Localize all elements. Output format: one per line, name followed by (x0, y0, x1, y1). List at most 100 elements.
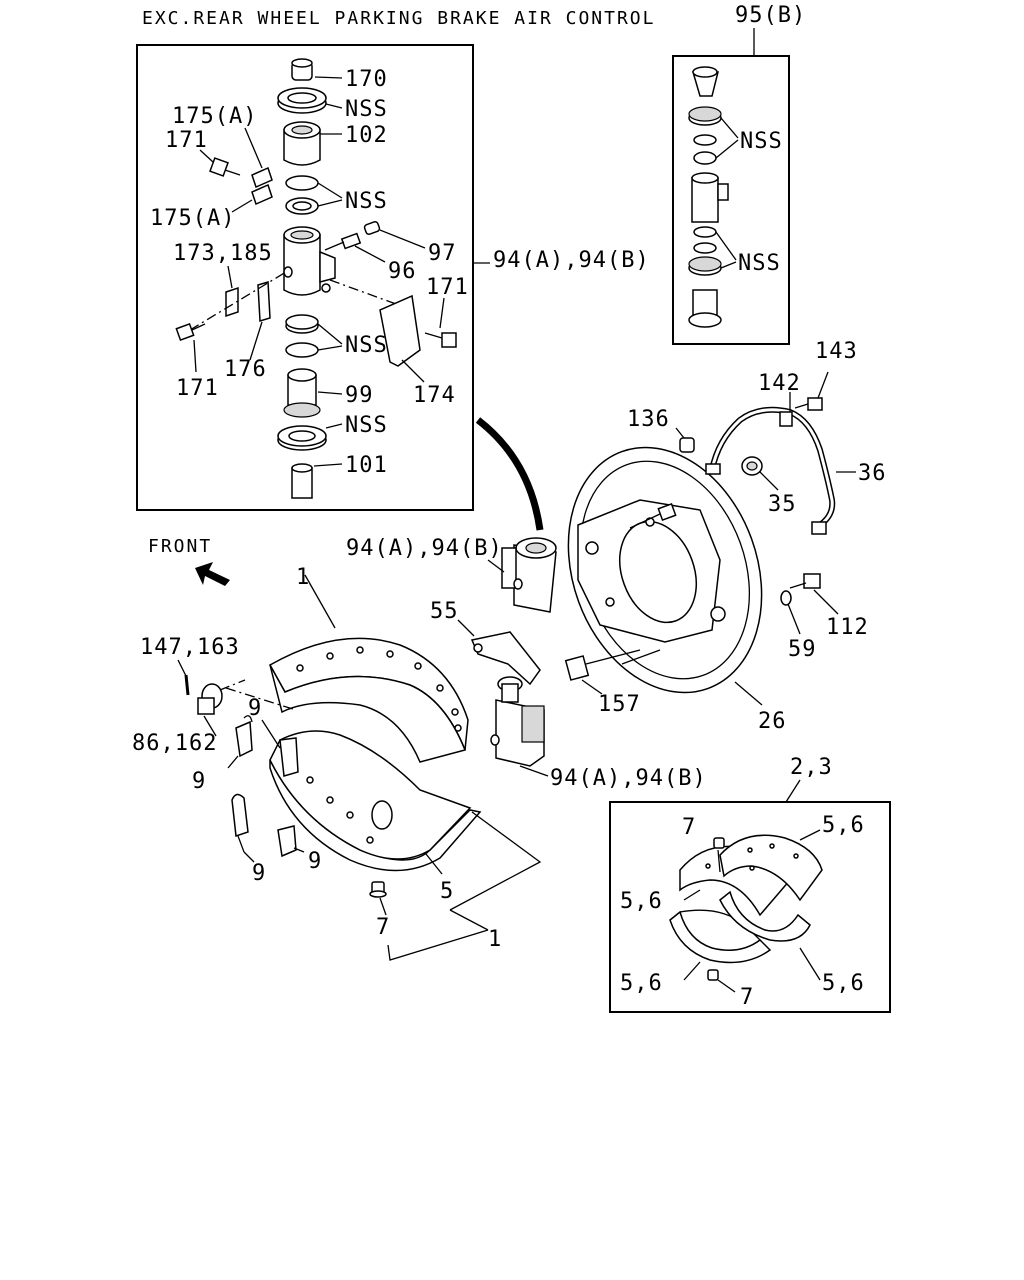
part-seal-lower (277, 425, 327, 451)
callout-171-left: 171 (176, 376, 219, 401)
callout-7-main: 7 (376, 915, 390, 940)
part-lining-upper-right (719, 834, 823, 902)
pointer-arrow (475, 417, 544, 531)
diagram-title: EXC.REAR WHEEL PARKING BRAKE AIR CONTROL (142, 8, 655, 29)
part-94-chamber-lower (490, 676, 545, 767)
callout-7-kit-top: 7 (682, 815, 696, 840)
part-171-bolt-top (209, 157, 241, 177)
callout-7-kit-bottom: 7 (740, 985, 754, 1010)
inset-box-95b (672, 55, 790, 345)
callout-86-162: 86,162 (132, 731, 217, 756)
part-102-piston (283, 121, 321, 166)
callout-nss-c: NSS (345, 333, 388, 358)
part-brake-shoe-lower (269, 730, 482, 872)
callout-56-b: 5,6 (620, 889, 663, 914)
callout-35: 35 (768, 492, 797, 517)
callout-36: 36 (858, 461, 887, 486)
callout-96: 96 (388, 259, 417, 284)
callout-175a-bottom: 175(A) (150, 206, 235, 231)
part-brake-shoe-upper (268, 637, 469, 763)
callout-99: 99 (345, 383, 374, 408)
part-96-fitting (324, 232, 362, 251)
inset-box-lining-kit (609, 801, 891, 1013)
part-136-plug (679, 437, 695, 453)
part-97-plug (363, 221, 381, 235)
callout-147-163: 147,163 (140, 635, 240, 660)
part-7-rivet-kit-top (713, 837, 725, 849)
part-176-plate (257, 281, 271, 322)
part-9-spring-d (277, 825, 297, 858)
callout-175a-top: 175(A) (172, 104, 257, 129)
callout-97: 97 (428, 241, 457, 266)
callout-171-top: 171 (165, 128, 208, 153)
part-101-plunger (291, 463, 313, 499)
part-26-backing-plate (567, 446, 763, 694)
callout-2-3: 2,3 (790, 755, 833, 780)
part-7-rivet-main (369, 881, 387, 898)
part-seals-lower (285, 314, 319, 358)
callout-171-right: 171 (426, 275, 469, 300)
callout-nss-f: NSS (738, 251, 781, 276)
callout-56-a: 5,6 (822, 813, 865, 838)
part-143-bolt (794, 397, 823, 411)
part-157-bolt (564, 649, 661, 681)
callout-9-d: 9 (308, 849, 322, 874)
part-9-spring-a (235, 715, 253, 758)
part-9-spring-b (279, 737, 299, 777)
callout-173-185: 173,185 (173, 241, 273, 266)
callout-nss-b: NSS (345, 189, 388, 214)
callout-170: 170 (345, 67, 388, 92)
front-arrow-icon (195, 562, 230, 586)
callout-9-c: 9 (252, 861, 266, 886)
callout-94-inset: 94(A),94(B) (493, 248, 650, 273)
part-plate-bolt-top (629, 503, 677, 529)
part-95b-assembly (688, 66, 729, 328)
callout-56-c: 5,6 (620, 971, 663, 996)
callout-nss-e: NSS (740, 129, 783, 154)
callout-102: 102 (345, 123, 388, 148)
part-86-162-roller (197, 683, 223, 715)
part-36-air-tube (705, 406, 836, 535)
part-99-adjuster (283, 368, 321, 418)
part-147-163-pin (184, 674, 190, 696)
callout-136: 136 (627, 407, 670, 432)
callout-94-main: 94(A),94(B) (346, 536, 503, 561)
callout-95b: 95(B) (735, 3, 806, 28)
part-171-bolt-left (175, 323, 206, 341)
part-lining-lower-left (669, 909, 772, 964)
part-112-bolt (789, 573, 821, 589)
inset-box-chamber (136, 44, 474, 511)
part-7-rivet-kit-bottom (707, 969, 719, 981)
callout-55: 55 (430, 599, 459, 624)
part-170-cap (291, 58, 313, 81)
part-seal-ring-top (277, 87, 327, 114)
part-lining-lower-right (719, 890, 811, 942)
part-142-clip (779, 411, 793, 427)
part-174-bracket (379, 294, 421, 367)
front-label: FRONT (148, 536, 212, 557)
callout-101: 101 (345, 453, 388, 478)
callout-94-lower: 94(A),94(B) (550, 766, 707, 791)
part-59-washer (780, 590, 792, 606)
callout-176: 176 (224, 357, 267, 382)
callout-5: 5 (440, 879, 454, 904)
callout-nss-a: NSS (345, 97, 388, 122)
callout-9-a: 9 (192, 769, 206, 794)
callout-26: 26 (758, 709, 787, 734)
callout-59: 59 (788, 637, 817, 662)
callout-112: 112 (826, 615, 869, 640)
callout-9-b: 9 (248, 696, 262, 721)
callout-157: 157 (598, 692, 641, 717)
part-chamber-body (283, 226, 336, 296)
callout-nss-d: NSS (345, 413, 388, 438)
part-orings-middle (285, 175, 319, 215)
part-175a-plate-top (251, 166, 273, 189)
part-94-chamber-main (501, 537, 557, 613)
callout-174: 174 (413, 383, 456, 408)
callout-143: 143 (815, 339, 858, 364)
part-9-spring-c (231, 793, 249, 853)
callout-1-bottom: 1 (488, 927, 502, 952)
part-171-bolt-right (424, 332, 457, 348)
callout-142: 142 (758, 371, 801, 396)
